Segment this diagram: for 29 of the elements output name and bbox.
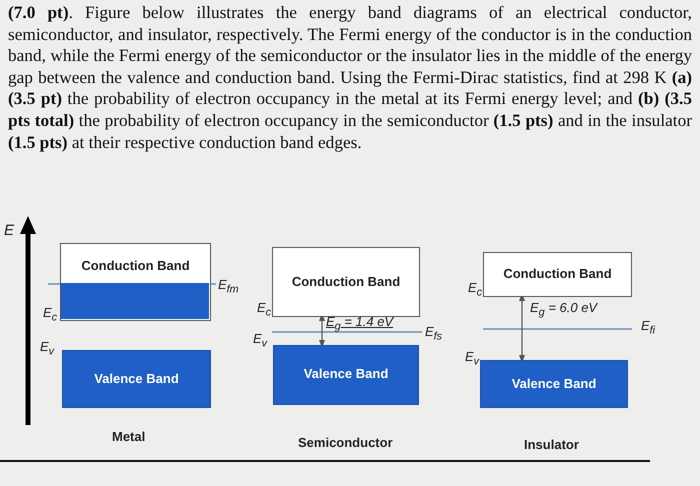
energy-level-label: E$_{v}$: [253, 331, 268, 350]
question-text: (7.0 pt). Figure below illustrates the energy band diagrams of an electrical conductor, semiconductor, and insulator, respectively. The Fermi energy of the conductor is in the conduction band, while the Fermi energy of the semiconductor or the insulator lies in the middle of the energy gap between the valence and conduction band. Using the Fermi-Dirac statistics, find at 298 K (a) (3.5 pt) the probability of electron occupancy in the metal at its Fermi energy level; and (b) (3.5 pts total) the probability of electron occupancy in the semiconductor (1.5 pts) and in the insulator (1.5 pts) at their respective conduction band edges.: [8, 2, 692, 154]
band-label: Conduction Band: [80, 258, 191, 273]
energy-level-label: E$_{v}$: [465, 349, 480, 368]
material-caption: Semiconductor: [298, 435, 393, 450]
axis-label: E: [4, 222, 14, 239]
valence-band-box: [480, 360, 628, 408]
material-caption: Insulator: [524, 437, 579, 452]
energy-level-label: E$_{v}$: [40, 339, 54, 358]
conduction-band-box: [483, 252, 632, 297]
band-label: Conduction Band: [502, 266, 613, 281]
energy-level-label: E$_{c}$: [43, 305, 58, 324]
band-label: Conduction Band: [290, 274, 402, 289]
valence-band-box: [273, 345, 419, 405]
energy-level-label: E$_{c}$: [257, 300, 272, 319]
conduction-band-box: [60, 243, 211, 321]
energy-level-label: E$_{fs}$: [425, 324, 442, 343]
energy-gap-label: E$_{g}$ = 6.0 eV: [530, 300, 598, 319]
band-label: Valence Band: [93, 371, 180, 386]
valence-band-box: [62, 350, 211, 408]
band-label: Valence Band: [510, 376, 598, 391]
conduction-band-box: [272, 247, 420, 317]
material-caption: Metal: [112, 429, 146, 444]
energy-level-label: E$_{c}$: [468, 280, 482, 299]
band-label: Valence Band: [302, 366, 390, 381]
filled-band-region: [61, 283, 209, 319]
energy-level-label: E$_{fm}$: [218, 277, 239, 296]
energy-gap-label: E$_{g}$ = 1.4 eV: [326, 314, 394, 333]
energy-level-label: E$_{fi}$: [641, 318, 656, 337]
